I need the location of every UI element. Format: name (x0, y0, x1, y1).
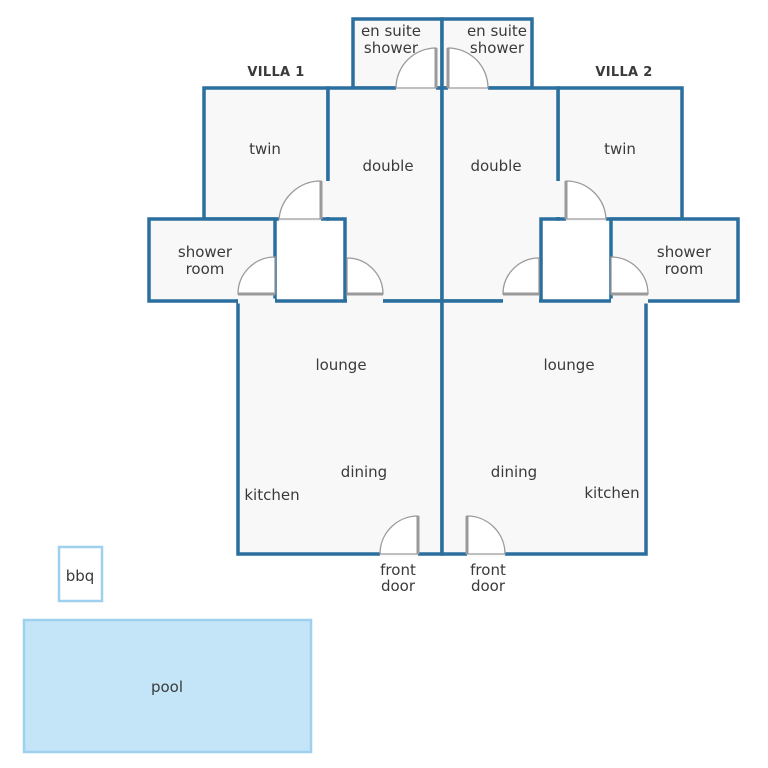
villa1-en-suite-label-line2: shower (364, 39, 419, 57)
villa2-lounge-label: lounge (543, 356, 594, 374)
villa2-double-room (440, 86, 560, 303)
villa1-double-room (326, 86, 444, 303)
door-swing (237, 256, 276, 295)
door-swing (278, 180, 322, 220)
door-swing (565, 180, 607, 220)
door-swing (379, 515, 419, 555)
villa1-lounge-label: lounge (315, 356, 366, 374)
villa1-shower-room-label-line2: room (186, 260, 225, 278)
villa2-dining-label: dining (491, 463, 537, 481)
villa2-front-door-label-line2: door (471, 577, 506, 595)
villa1-title: VILLA 1 (247, 65, 304, 80)
villa1-dining-label: dining (341, 463, 387, 481)
door-swing (346, 257, 384, 295)
door-swing (395, 47, 437, 89)
villa2-title: VILLA 2 (595, 65, 652, 80)
pool-area (22, 618, 313, 754)
door-swing (447, 47, 489, 89)
villa1-shower-room-label-line1: shower (178, 243, 233, 261)
pool-label: pool (151, 678, 183, 696)
bbq-label: bbq (66, 567, 95, 585)
villa2-lounge-room (440, 299, 648, 556)
villa1-twin-label: twin (249, 140, 281, 158)
villa2-kitchen-label: kitchen (584, 484, 639, 502)
bbq-area (57, 545, 104, 603)
door-swing (610, 256, 649, 295)
villa1-double-label: double (362, 157, 413, 175)
villa1-kitchen-label: kitchen (244, 486, 299, 504)
villa2-front-door-label-line1: front (470, 561, 506, 579)
door-swing (466, 515, 506, 555)
villa2-en-suite-label-line1: en suite (467, 22, 527, 40)
villa2-shower-room-label-line1: shower (657, 243, 712, 261)
door-swing (502, 257, 540, 295)
villa1-en-suite-label-line1: en suite (361, 22, 421, 40)
villa1-front-door-label-line1: front (380, 561, 416, 579)
villa2-shower-room-label-line2: room (665, 260, 704, 278)
villa1-lounge-room (236, 299, 444, 556)
villa2-en-suite-label-line2: shower (470, 39, 525, 57)
villa1-front-door-label-line2: door (381, 577, 416, 595)
villa2-double-label: double (470, 157, 521, 175)
villa2-twin-label: twin (604, 140, 636, 158)
